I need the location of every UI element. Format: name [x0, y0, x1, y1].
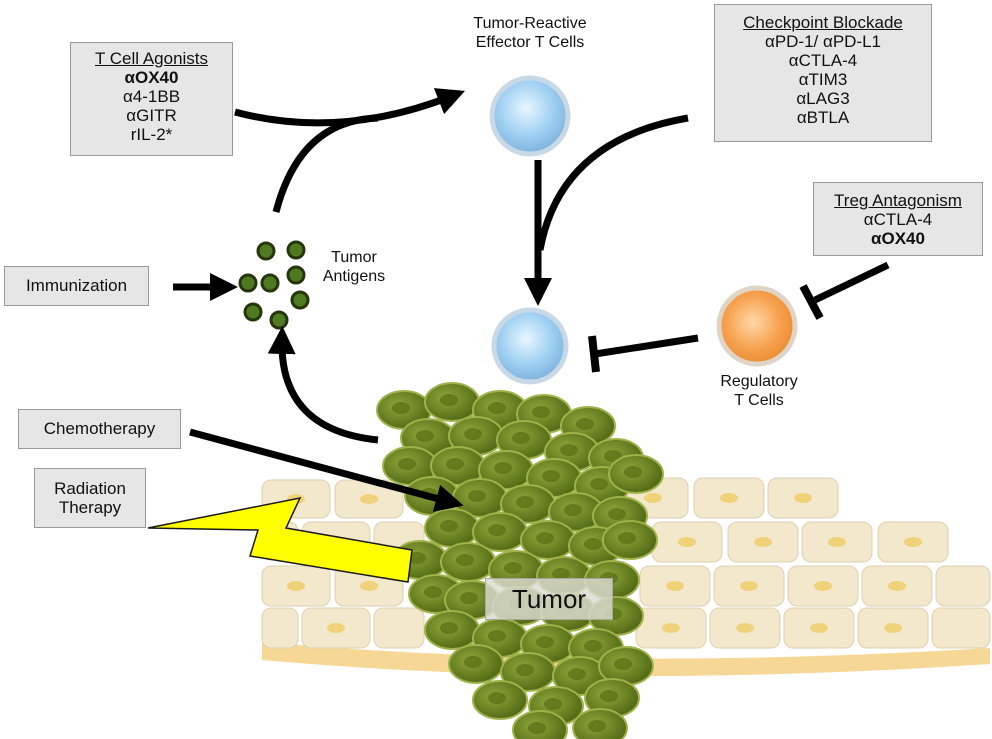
- tumor-cell-nucleus: [564, 504, 582, 516]
- tumor-cell-nucleus: [408, 552, 426, 564]
- tumor-cell-nucleus: [464, 656, 482, 668]
- t-cell-agonists-box: T Cell Agonists αOX40 α4-1BB αGITR rIL-2…: [70, 42, 233, 156]
- treg-antagonism-item: αCTLA-4: [863, 210, 933, 229]
- arrow-checkpoint-blockade: [536, 114, 689, 251]
- inhibition-bars: [588, 284, 824, 373]
- checkpoint-item: αCTLA-4: [788, 51, 858, 70]
- tumor-cell-nucleus: [614, 658, 632, 670]
- tumor-cell-nucleus: [618, 532, 636, 544]
- tumor-cell-nucleus: [528, 722, 546, 734]
- tumor-cell-nucleus: [494, 462, 512, 474]
- tumor-cell-nucleus: [488, 692, 506, 704]
- tumor-cell-nucleus: [576, 418, 594, 430]
- tumor-cell-nucleus: [542, 470, 560, 482]
- tumor-cell-nucleus: [600, 690, 618, 702]
- tumor-cell-nucleus: [544, 698, 562, 710]
- treg-antagonism-title: Treg Antagonism: [834, 191, 962, 210]
- treg-antagonism-box: Treg Antagonism αCTLA-4 αOX40: [813, 182, 983, 256]
- tumor-cell-nucleus: [624, 466, 642, 478]
- tumor-cell-nucleus: [560, 444, 578, 456]
- arrows: [173, 88, 890, 512]
- t-cell-agonists-title: T Cell Agonists: [94, 49, 209, 68]
- radiation-label: Therapy: [58, 498, 122, 517]
- tumor-cell-nucleus: [488, 630, 506, 642]
- tumor-cell-nucleus: [460, 592, 478, 604]
- tumor-cell-nucleus: [464, 428, 482, 440]
- tumor-cell-nucleus: [398, 458, 416, 470]
- tumor-cell-nucleus: [512, 432, 530, 444]
- tumor-cell-nucleus: [584, 538, 602, 550]
- radiation-therapy-box: Radiation Therapy: [34, 468, 146, 528]
- tumor-cell-nucleus: [468, 490, 486, 502]
- immunization-box: Immunization: [4, 266, 149, 306]
- tumor-cell-nucleus: [584, 640, 602, 652]
- tumor-cell-nucleus: [456, 554, 474, 566]
- immunization-label: Immunization: [25, 276, 128, 295]
- tumor-cells: [376, 382, 664, 739]
- tumor-cell-nucleus: [424, 586, 442, 598]
- tumor-cell-nucleus: [440, 520, 458, 532]
- arrow-agonists-to-effector: [234, 88, 466, 127]
- chemotherapy-label: Chemotherapy: [43, 419, 156, 438]
- tumor-cell-nucleus: [504, 562, 522, 574]
- tumor-antigens: [238, 240, 310, 330]
- tumor-antigens-label: Tumor Antigens: [322, 249, 386, 285]
- arrow-chemotherapy: [189, 428, 464, 512]
- agonist-item: αOX40: [124, 68, 179, 87]
- normal-cell-nuclei: [287, 493, 922, 633]
- tumor-cell-nucleus: [536, 532, 554, 544]
- checkpoint-blockade-title: Checkpoint Blockade: [743, 13, 903, 32]
- treg-antagonism-item: αOX40: [871, 229, 925, 248]
- effector-t-cells-label: Tumor-Reactive Effector T Cells: [473, 15, 587, 51]
- tumor-cell-nucleus: [568, 668, 586, 680]
- tumor-cell-nucleus: [440, 622, 458, 634]
- inhibit-treg-to-tcell: [594, 334, 699, 358]
- tumor-cell-nucleus: [416, 430, 434, 442]
- tumor-cell-nucleus: [440, 394, 458, 406]
- tumor-label: Tumor: [485, 578, 613, 620]
- radiation-lightning: [147, 496, 413, 583]
- effector-t-cell: [489, 75, 571, 157]
- tumor-cell-nucleus: [488, 402, 506, 414]
- tumor-cell-nucleus: [552, 568, 570, 580]
- tumor-cell-nucleus: [608, 508, 626, 520]
- chemotherapy-box: Chemotherapy: [18, 409, 181, 449]
- arrow-tumor-to-antigens: [267, 326, 379, 444]
- tumor-cell-nucleus: [532, 406, 550, 418]
- agonist-item: αGITR: [126, 106, 177, 125]
- tumor-cell-nucleus: [516, 496, 534, 508]
- checkpoint-item: αLAG3: [796, 89, 850, 108]
- inhibit-antagonism-to-treg: [813, 261, 890, 304]
- checkpoint-item: αBTLA: [796, 108, 850, 127]
- agonist-item: α4-1BB: [122, 87, 181, 106]
- arrow-antigens-to-effector: [272, 114, 379, 213]
- tumor-cell-nucleus: [446, 458, 464, 470]
- regulatory-t-cells-label: Regulatory T Cells: [720, 373, 798, 409]
- tumor-cell-nucleus: [516, 664, 534, 676]
- checkpoint-item: αPD-1/ αPD-L1: [764, 32, 882, 51]
- tumor-cell-nucleus: [536, 636, 554, 648]
- tumor-cell-nucleus: [488, 524, 506, 536]
- regulatory-t-cell: [716, 285, 798, 367]
- activated-t-cell: [491, 307, 569, 385]
- checkpoint-item: αTIM3: [798, 70, 848, 89]
- tumor-cell-nucleus: [588, 720, 606, 732]
- checkpoint-blockade-box: Checkpoint Blockade αPD-1/ αPD-L1 αCTLA-…: [714, 4, 932, 142]
- agonist-item: rIL-2*: [130, 125, 173, 144]
- radiation-label: Radiation: [54, 479, 126, 498]
- tumor-cell-nucleus: [392, 402, 410, 414]
- tumor-cell-nucleus: [590, 478, 608, 490]
